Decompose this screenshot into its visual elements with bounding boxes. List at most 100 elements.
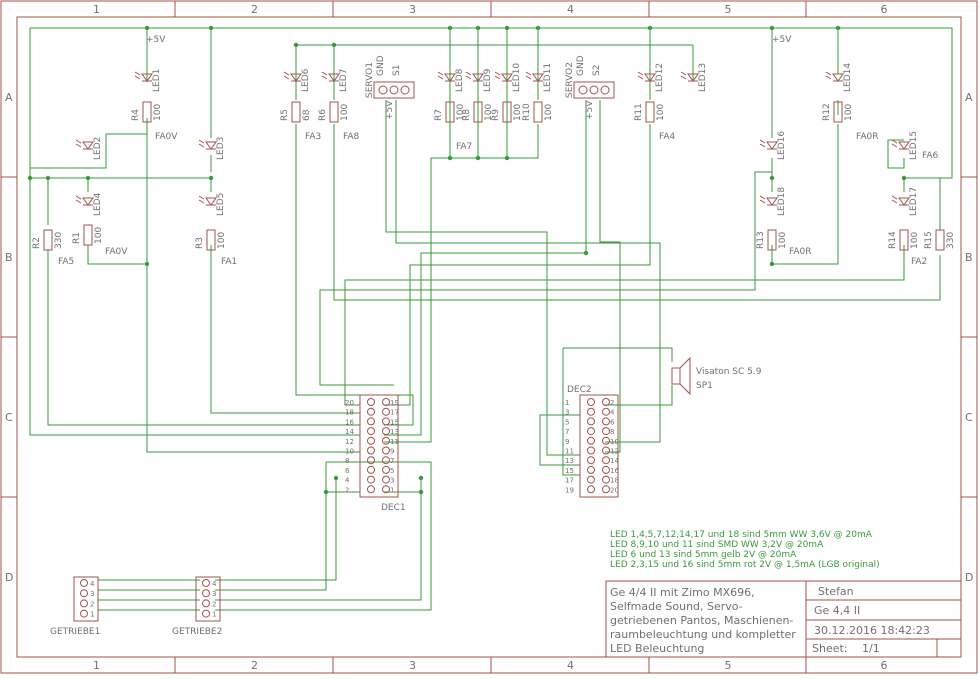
junction-dot-10 — [293, 42, 299, 48]
led-14-ref: LED14 — [843, 63, 853, 92]
net-label-fa5: FA5 — [58, 257, 74, 267]
led-13: LED13 — [680, 63, 708, 92]
wire-46 — [215, 461, 432, 611]
col-label-top-6: 6 — [881, 3, 888, 16]
led-17-ref: LED17 — [909, 187, 919, 216]
speaker-model: Visaton SC 5.9 — [696, 367, 762, 377]
led-7: LED7 — [321, 69, 349, 92]
led-6: LED6 — [283, 68, 311, 92]
resistor-r3-value: 100 — [217, 232, 227, 249]
connector-dec1-pin-l-10: 10 — [345, 448, 354, 456]
wire-20 — [333, 124, 941, 301]
connector-dec1-pin-r-1: 1 — [390, 486, 394, 494]
resistor-r4-value: 100 — [153, 104, 163, 121]
wire-22 — [395, 100, 661, 443]
wire-18 — [295, 124, 414, 426]
wires — [27, 25, 953, 611]
wire-12 — [47, 250, 360, 426]
junction-dot-12 — [85, 175, 91, 181]
resistor-r13-ref: R13 — [756, 231, 766, 249]
title-line-1: Ge 4/4 II mit Zimo MX696, — [610, 586, 755, 599]
connector-getriebe1-pin-1: 1 — [90, 611, 94, 619]
title-line-3: getriebenen Pantos, Maschienen- — [610, 614, 794, 627]
servo-2-gnd-label: GND — [576, 55, 586, 76]
connector-dec1-pin-l-6: 6 — [345, 467, 350, 475]
wire-13 — [87, 245, 147, 265]
net-label-fa1: FA1 — [221, 257, 237, 267]
junction-dot-25 — [418, 489, 424, 495]
col-label-top-1: 1 — [93, 3, 100, 16]
led-12: LED12 — [637, 63, 665, 92]
net-label-fa8: FA8 — [343, 132, 360, 142]
wire-29 — [599, 100, 621, 453]
resistor-r11-ref: R11 — [634, 103, 644, 121]
connector-dec2-pin-l-9: 9 — [565, 438, 569, 446]
net-label-fa0v-2: FA0V — [105, 247, 128, 257]
wire-37 — [887, 139, 905, 169]
resistor-r7-value: 100 — [456, 104, 466, 121]
col-label-bottom-6: 6 — [881, 659, 888, 672]
wire-43 — [605, 385, 673, 406]
col-label-bottom-2: 2 — [251, 659, 258, 672]
col-label-bottom-4: 4 — [567, 659, 574, 672]
wire-2 — [29, 28, 360, 436]
resistor-r10-ref: R10 — [522, 103, 532, 121]
connector-dec1-pin-l-2: 2 — [345, 486, 349, 494]
connector-getriebe1-pin-3: 3 — [90, 590, 94, 598]
wire-23 — [449, 28, 539, 159]
net-labels: +5V +5V FA0V FA0V FA5 FA1 FA3 FA8 FA7 FA… — [58, 35, 939, 267]
connector-dec2-pin-l-15: 15 — [565, 467, 574, 475]
junction-dot-14 — [208, 175, 214, 181]
wire-1 — [30, 27, 953, 179]
led-14: LED14 — [825, 63, 853, 92]
note-line-3: LED 6 und 13 sind 5mm gelb 2V @ 20mA — [610, 550, 797, 560]
led-11-ref: LED11 — [543, 63, 553, 92]
connector-dec1-pin-r-19: 19 — [390, 399, 399, 407]
connector-dec1-pin-l-4: 4 — [345, 477, 350, 485]
resistor-r9-value: 100 — [513, 104, 523, 121]
resistor-r1-ref: R1 — [72, 232, 82, 244]
resistor-r8-value: 100 — [484, 104, 494, 121]
resistor-r12-value: 100 — [844, 104, 854, 121]
wire-21 — [385, 100, 580, 456]
connector-getriebe2-pin-3: 3 — [212, 590, 216, 598]
junction-dot-26 — [333, 475, 339, 481]
junction-dot-3 — [447, 25, 453, 31]
connector-dec2-pin-r-6: 6 — [610, 418, 615, 426]
col-label-top-5: 5 — [725, 3, 732, 16]
wire-41 — [563, 347, 673, 362]
col-label-bottom-3: 3 — [409, 659, 416, 672]
connector-dec2-pin-r-20: 20 — [610, 486, 619, 494]
resistor-r14-ref: R14 — [888, 231, 898, 249]
col-label-bottom-1: 1 — [93, 659, 100, 672]
title-sheet-value: 1/1 — [862, 642, 880, 655]
led-15: LED15 — [891, 131, 919, 160]
wire-38 — [344, 245, 905, 406]
led-5-ref: LED5 — [216, 193, 226, 216]
title-line-5: LED Beleuchtung — [610, 642, 704, 655]
net-label-fa0r-2: FA0R — [789, 247, 812, 257]
row-label-left-D: D — [5, 571, 13, 584]
wire-34 — [771, 124, 839, 265]
speaker-ref: SP1 — [696, 381, 713, 391]
junction-dot-20 — [769, 175, 775, 181]
led-6-ref: LED6 — [301, 68, 311, 92]
row-label-right-D: D — [965, 571, 973, 584]
led-18: LED18 — [759, 187, 787, 216]
led-5: LED5 — [198, 193, 226, 216]
led-8-ref: LED8 — [455, 68, 465, 92]
title-line-4: raumbeleuchtung und kompletter — [610, 628, 796, 641]
servo-1-5v-label: +5V — [385, 100, 395, 120]
